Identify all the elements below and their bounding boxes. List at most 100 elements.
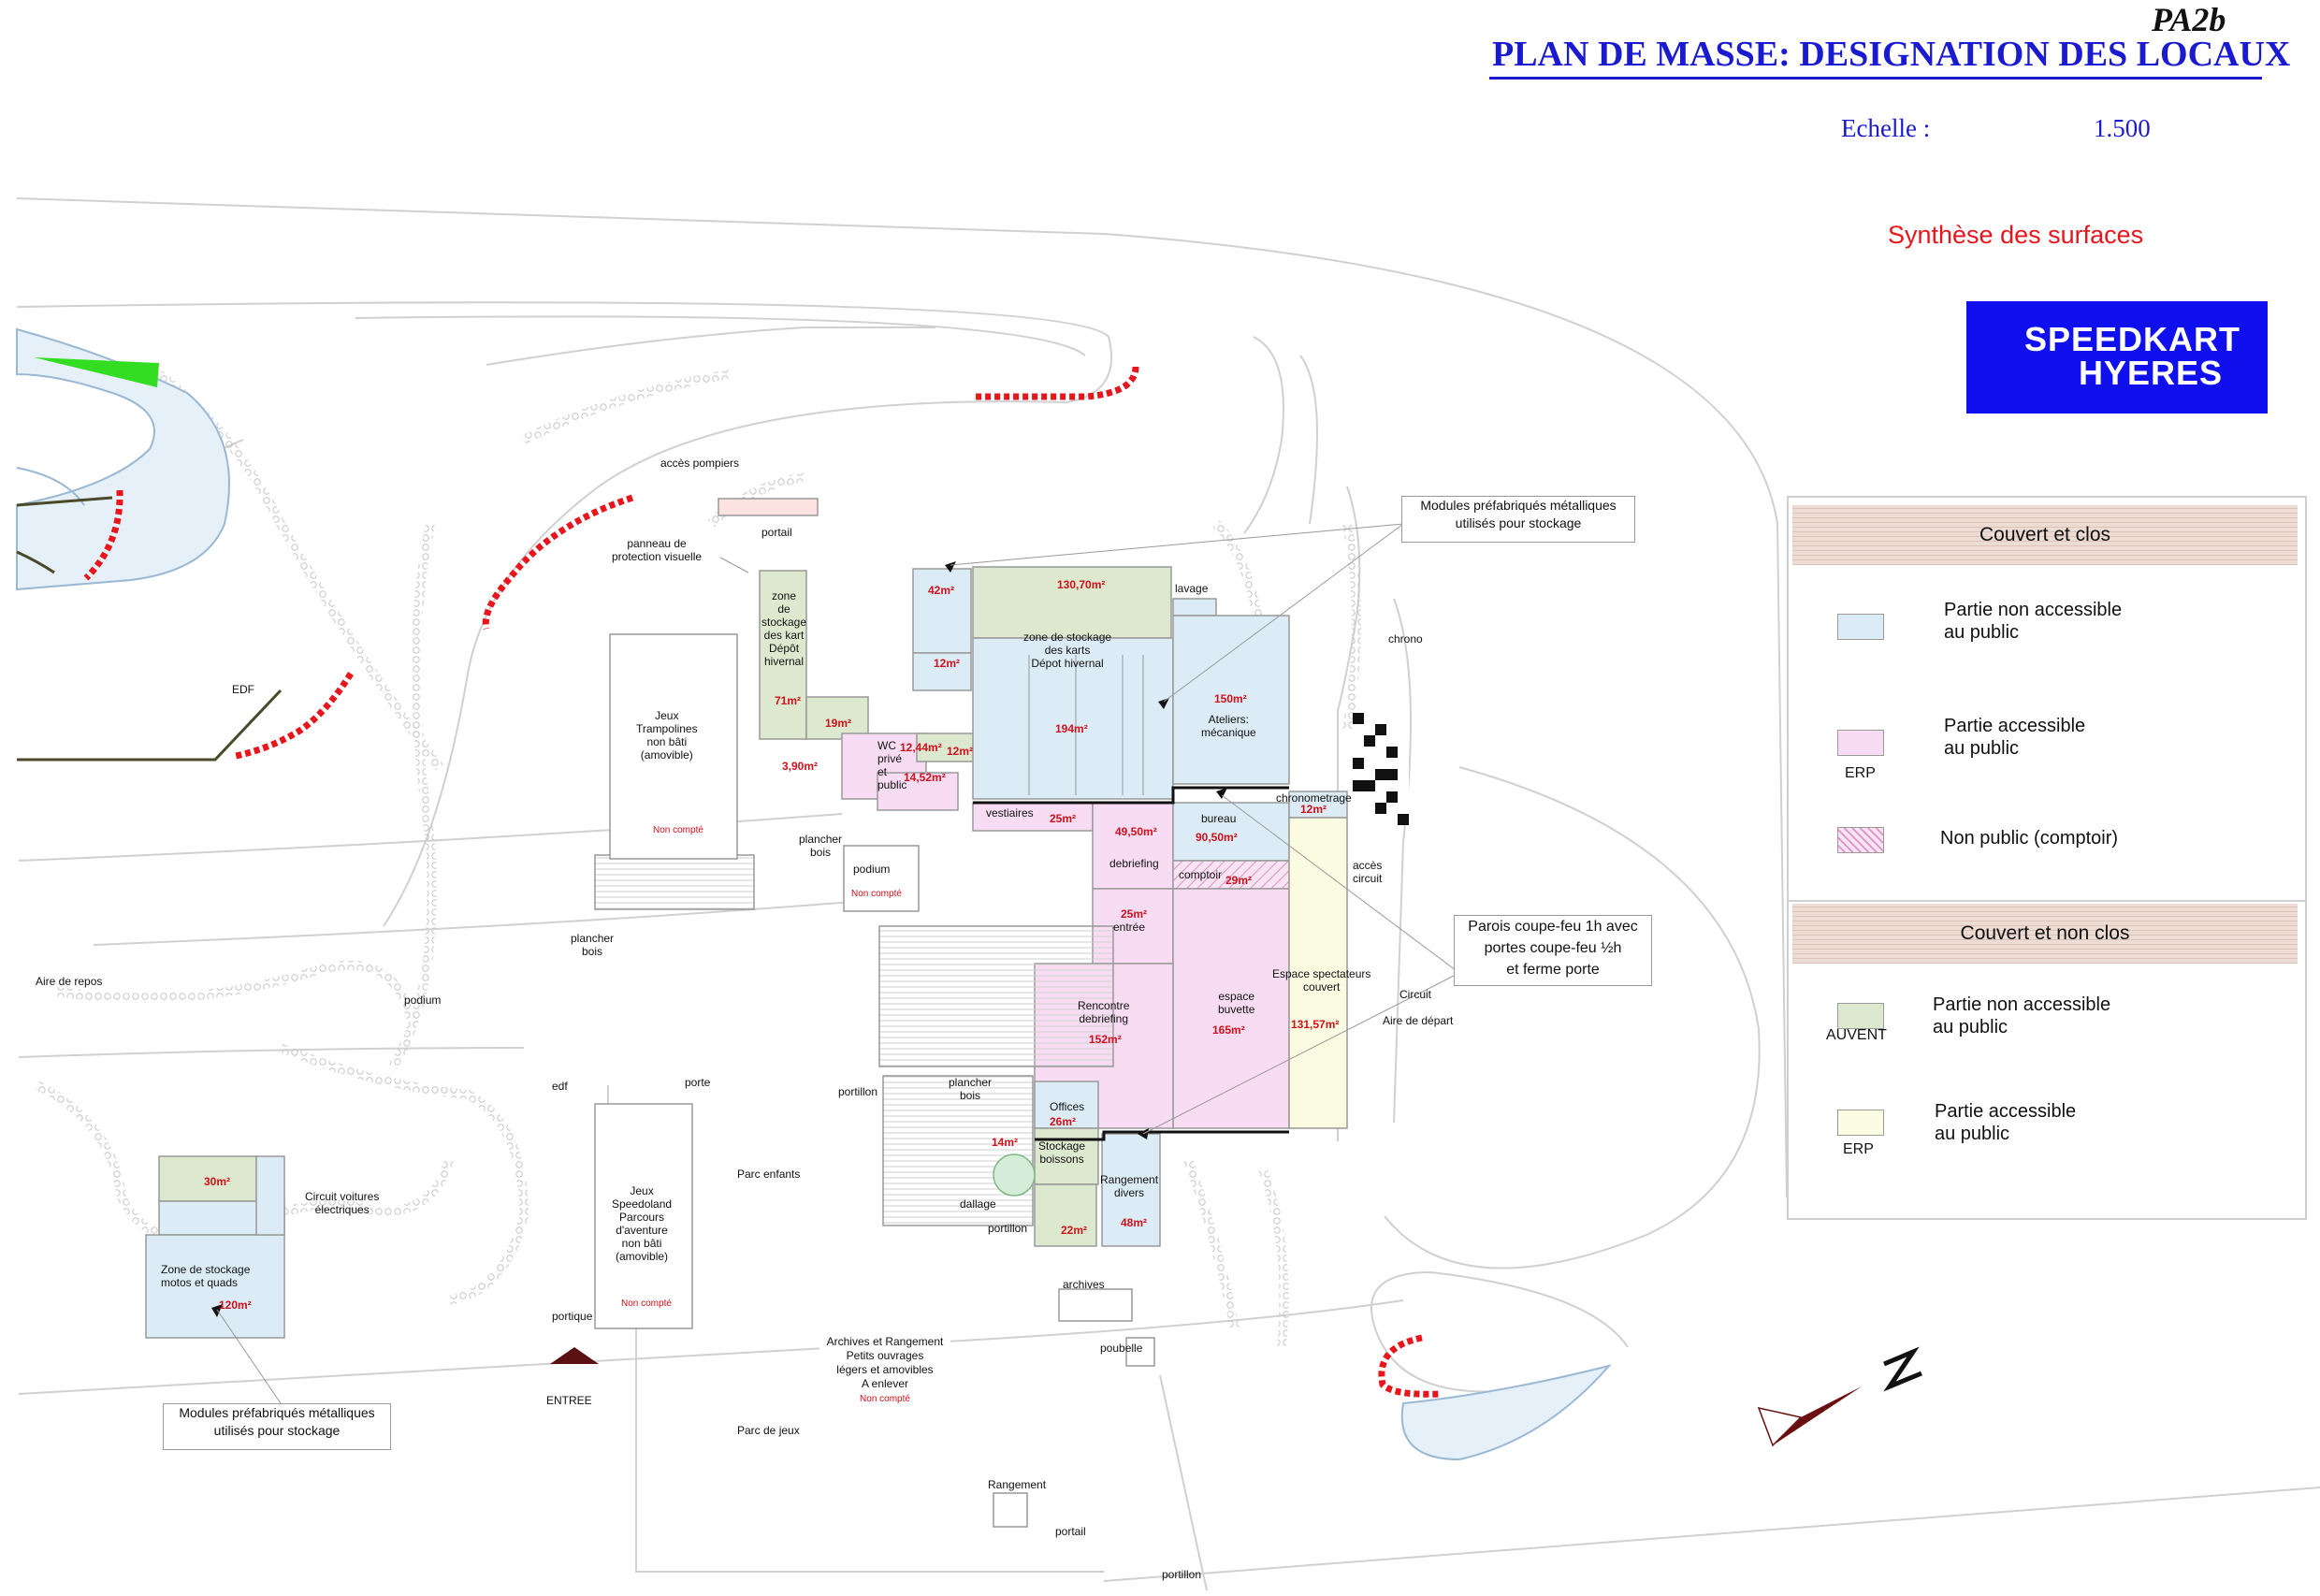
area-12a: 12m²	[947, 745, 974, 758]
label-plancher-bois: plancher bois	[949, 1076, 993, 1102]
label-archives: archives	[1063, 1278, 1105, 1291]
callout-fire-walls: Parois coupe-feu 1h avec portes coupe-fe…	[1454, 915, 1652, 986]
legend-divider	[1789, 900, 2305, 902]
area-12c: 12m²	[1300, 803, 1327, 816]
legend-label: Partie non accessible au public	[1944, 600, 2123, 643]
pond-shape	[1400, 1364, 1612, 1461]
label-debriefing: debriefing	[1109, 857, 1159, 870]
red-kerbs	[83, 366, 1442, 1398]
label-poubelle: poubelle	[1100, 1342, 1143, 1355]
label-lavage: lavage	[1175, 582, 1209, 595]
label-aire-repos: Aire de repos	[36, 975, 103, 988]
tree-icon	[993, 1153, 1036, 1197]
area-25b: 25m²	[1121, 907, 1148, 921]
archives-text: Archives et Rangement Petits ouvrages lé…	[826, 1335, 944, 1390]
label-bureau: bureau	[1201, 812, 1237, 825]
label-portail: portail	[1055, 1525, 1086, 1538]
legend-swatch	[1837, 1003, 1884, 1029]
archives-not-counted: Non compté	[860, 1394, 910, 1404]
legend-swatch	[1837, 827, 1884, 853]
label-dallage: dallage	[960, 1197, 996, 1211]
label-portillon: portillon	[1162, 1568, 1202, 1581]
page-title: PLAN DE MASSE: DESIGNATION DES LOCAUX	[1492, 35, 2291, 74]
building-zones	[145, 498, 1348, 1528]
area-194: 194m²	[1055, 722, 1088, 735]
area-26: 26m²	[1050, 1115, 1077, 1128]
label-speedoland: Jeux Speedoland Parcours d'aventure non …	[612, 1184, 673, 1263]
legend-swatch	[1837, 730, 1884, 756]
label-porte: porte	[685, 1076, 711, 1089]
label-zone-stockage-left: zone de stockage des kart Dépôt hivernal	[761, 589, 807, 668]
label-wc: WC privé et public	[877, 739, 907, 791]
checkered-flag-icon	[1353, 713, 1409, 825]
label-circuit-voitures: Circuit voitures électriques	[305, 1190, 380, 1216]
speedoland-not-counted: Non compté	[621, 1299, 672, 1309]
label-espace-buvette: espace buvette	[1218, 990, 1255, 1016]
area-13070: 130,70m²	[1057, 578, 1106, 591]
label-vestiaires: vestiaires	[986, 806, 1034, 820]
label-panneau: panneau de protection visuelle	[612, 537, 703, 563]
label-chronometrage: chronometrage	[1276, 791, 1352, 805]
brand-line1: SPEEDKART	[2024, 320, 2241, 358]
area-4950: 49,50m²	[1115, 825, 1157, 838]
label-ateliers: Ateliers: mécanique	[1201, 713, 1256, 739]
area-165: 165m²	[1212, 1023, 1245, 1037]
sheet-id: PA2b	[2152, 1, 2226, 38]
area-150: 150m²	[1214, 692, 1247, 705]
label-parc-enfants: Parc enfants	[737, 1168, 801, 1181]
area-120: 120m²	[219, 1299, 252, 1312]
label-stockage-boissons: Stockage boissons	[1038, 1139, 1086, 1166]
entrance-label: ENTREE	[546, 1394, 592, 1407]
legend-section-covered-closed: Couvert et clos	[1792, 505, 2298, 565]
label-plancher-bois: plancher bois	[571, 932, 615, 958]
brand-line2: HYERES	[2079, 354, 2224, 392]
area-1244: 12,44m²	[900, 741, 942, 754]
scale-label: Echelle :	[1841, 114, 1931, 142]
label-podium: podium	[404, 994, 442, 1007]
label-podium: podium	[853, 863, 891, 876]
legend-swatch	[1837, 1110, 1884, 1136]
legend-label: Partie non accessible au public	[1933, 994, 2111, 1037]
green-zone	[34, 357, 159, 387]
label-edf: EDF	[232, 683, 254, 696]
label-rangement-divers: Rangement divers	[1100, 1173, 1159, 1199]
area-152: 152m²	[1089, 1033, 1122, 1046]
label-espace-spectateurs: Espace spectateurs couvert	[1272, 967, 1371, 994]
legend-swatch	[1837, 614, 1884, 640]
scale-value: 1.500	[2094, 114, 2151, 142]
title-underline	[1489, 77, 2262, 80]
tyre-barriers	[35, 370, 1361, 1348]
area-71: 71m²	[775, 694, 802, 707]
legend: Couvert et clos Partie non accessible au…	[1787, 496, 2307, 1220]
area-30: 30m²	[204, 1175, 231, 1188]
label-parc-jeux: Parc de jeux	[737, 1424, 800, 1437]
label-acces-circuit: accès circuit	[1353, 859, 1383, 885]
north-arrow-icon	[1757, 1346, 1922, 1447]
synthese-heading: Synthèse des surfaces	[1888, 221, 2144, 249]
label-circuit: Circuit	[1399, 988, 1432, 1001]
label-comptoir: comptoir	[1179, 868, 1223, 881]
area-13157: 131,57m²	[1291, 1018, 1340, 1031]
label-plancher-bois: plancher bois	[799, 833, 843, 859]
legend-tag: AUVENT	[1826, 1027, 1887, 1043]
area-22: 22m²	[1061, 1224, 1088, 1237]
legend-section-covered-open: Couvert et non clos	[1792, 904, 2298, 964]
legend-label: Partie accessible au public	[1935, 1101, 2077, 1144]
legend-label: Partie accessible au public	[1944, 716, 2086, 759]
label-trampolines: Jeux Trampolines non bâti (amovible)	[636, 709, 698, 762]
label-portillon: portillon	[988, 1222, 1028, 1235]
area-42: 42m²	[928, 584, 955, 597]
pond-shape	[16, 327, 230, 591]
label-zone-stockage-main: zone de stockage des karts Dépot hiverna…	[1023, 631, 1112, 670]
area-390: 3,90m²	[782, 760, 819, 773]
label-rangement: Rangement	[988, 1478, 1047, 1491]
area-14: 14m²	[992, 1136, 1019, 1149]
area-12b: 12m²	[934, 657, 961, 670]
callout-archives: Archives et Rangement Petits ouvrages lé…	[819, 1321, 950, 1404]
label-acces-pompiers: accès pompiers	[660, 457, 740, 470]
label-aire-depart: Aire de départ	[1383, 1014, 1454, 1027]
area-9050: 90,50m²	[1196, 831, 1238, 844]
label-portail: portail	[761, 526, 792, 539]
fire-walls	[973, 786, 1289, 1141]
